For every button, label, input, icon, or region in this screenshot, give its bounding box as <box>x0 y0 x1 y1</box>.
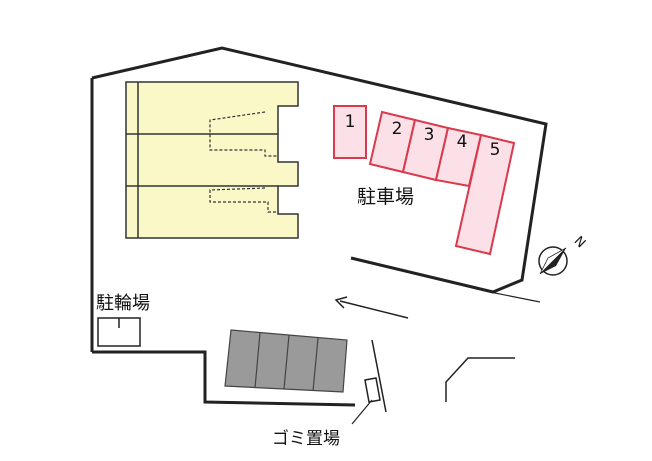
garbage-area-label: ゴミ置場 <box>272 428 340 449</box>
storage-slots <box>224 329 348 393</box>
driveway-arrow <box>334 296 409 319</box>
parking-space-5 <box>454 133 516 256</box>
compass-north-label: N <box>571 234 588 251</box>
parking-number-4: 4 <box>457 132 468 152</box>
parking-spaces: 1 2 3 4 5 <box>333 105 516 256</box>
parking-number-3: 3 <box>424 125 435 145</box>
parking-space-1 <box>333 105 367 159</box>
compass-icon: N <box>538 234 588 276</box>
site-boundary <box>90 46 548 413</box>
parking-number-1: 1 <box>345 112 356 132</box>
apartment-building <box>125 81 299 239</box>
parking-number-5: 5 <box>490 140 501 160</box>
parking-lot-label: 駐車場 <box>357 186 414 208</box>
garbage-area <box>351 377 381 425</box>
parking-number-2: 2 <box>392 119 403 139</box>
bicycle-parking <box>97 317 141 347</box>
bicycle-parking-label: 駐輪場 <box>96 293 150 314</box>
